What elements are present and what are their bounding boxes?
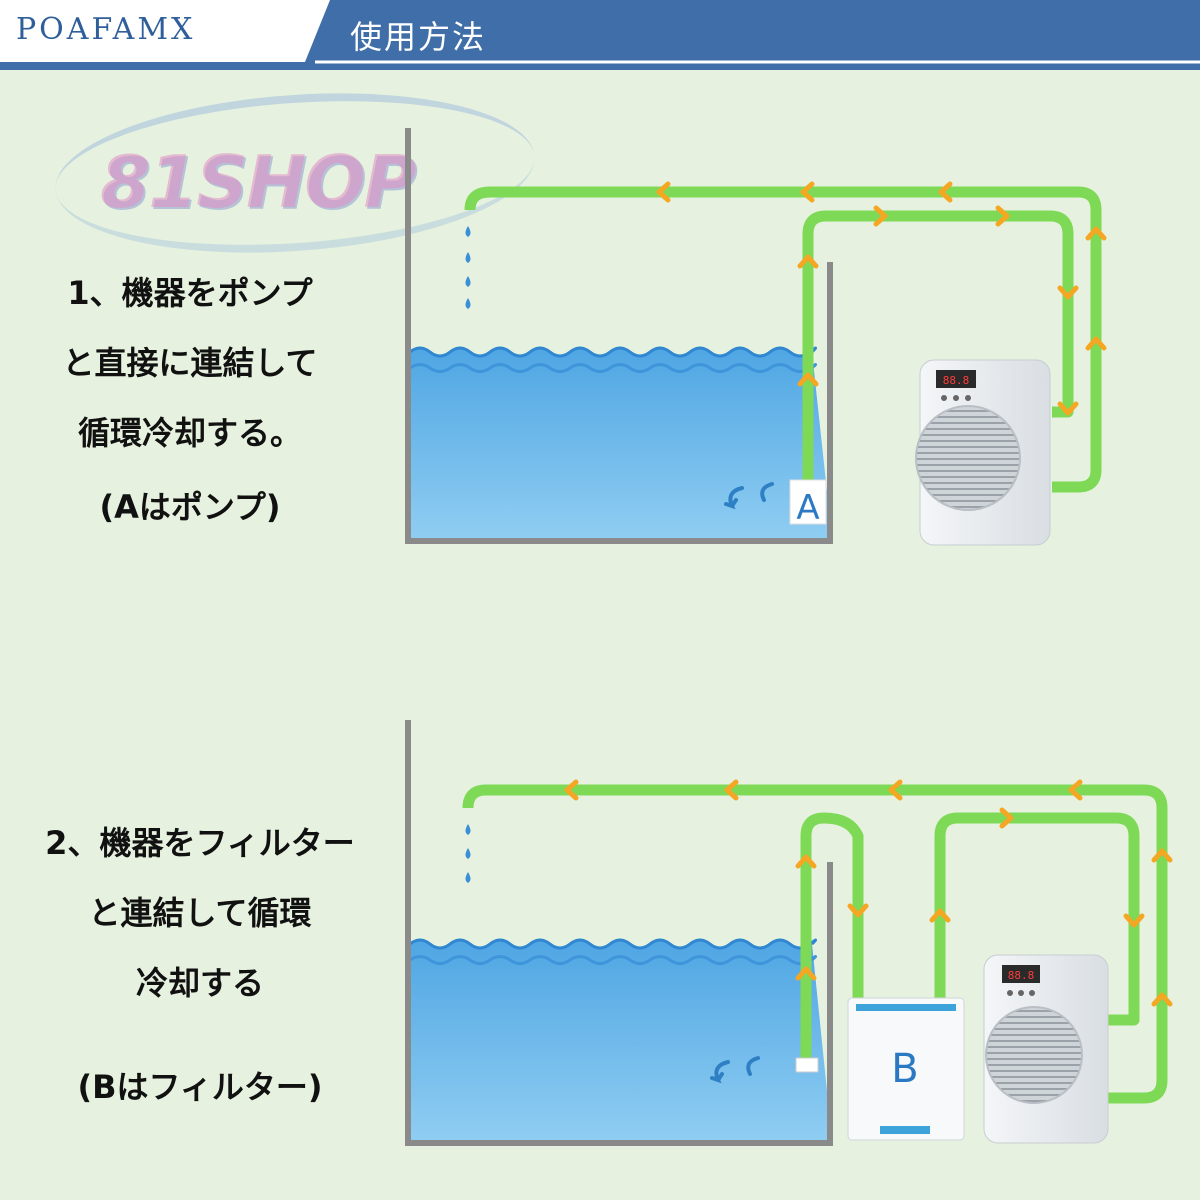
step-2-note: (Bはフィルター): [77, 1068, 323, 1106]
pipe-2-filter-in: [800, 812, 864, 1064]
svg-text:88.8: 88.8: [1008, 969, 1035, 982]
watermark: 81SHOP: [100, 140, 416, 224]
filter-b-label: B: [891, 1046, 918, 1092]
pipe-1-return: [464, 186, 1102, 493]
step-1-note: (Aはポンプ): [99, 488, 281, 526]
tank-2-wave-2: [409, 955, 817, 965]
current-arrow-icon: [710, 1056, 760, 1084]
chiller-unit-icon: 88.8: [983, 954, 1109, 1144]
tank-1-wave-2: [409, 363, 817, 373]
tank-1-water: [410, 348, 832, 538]
pump-inlet: [795, 1057, 819, 1073]
tank-2-wall: [405, 720, 833, 1146]
tank-1-wall: [405, 128, 833, 544]
step-2-line-2: と連結して循環: [88, 894, 312, 932]
brand-logo: POAFAMX: [16, 12, 196, 47]
step-2-text: 2、機器をフィルター と連結して循環 冷却する (Bはフィルター): [0, 808, 400, 1122]
diagram-1: A 88.8: [405, 128, 1107, 546]
page-title: 使用方法: [350, 18, 487, 56]
step-1-line-3: 循環冷却する。: [77, 414, 302, 452]
step-2-line-1: 2、機器をフィルター: [45, 824, 355, 862]
tank-1-wave: [409, 346, 817, 358]
step-1-text: 1、機器をポンプ と直接に連結して 循環冷却する。 (Aはポンプ): [0, 258, 380, 542]
flow-arrow-icon: [656, 181, 1107, 416]
water-drop-icon: [465, 824, 471, 883]
tank-2-wave: [409, 938, 817, 950]
header-background: [0, 0, 1200, 70]
pump-a-device: [789, 479, 827, 525]
flow-arrow-icon: [564, 779, 1173, 1007]
header: POAFAMX 使用方法: [0, 0, 1200, 70]
water-drop-icon: [465, 226, 471, 309]
pipe-1-supply: [802, 210, 1074, 485]
pump-a-label: A: [796, 488, 819, 528]
tank-2-water: [410, 940, 832, 1140]
pipe-2-chiller-in: [934, 812, 1140, 1026]
diagram-2: B 88.8: [405, 720, 1173, 1146]
filter-unit-icon: [847, 997, 965, 1141]
pipe-2-return: [462, 784, 1168, 1104]
step-1-line-1: 1、機器をポンプ: [67, 274, 313, 312]
svg-text:88.8: 88.8: [943, 374, 970, 387]
step-1-line-2: と直接に連結して: [62, 344, 318, 382]
step-2-line-3: 冷却する: [135, 964, 264, 1002]
chiller-unit-icon: 88.8: [915, 359, 1051, 546]
current-arrow-icon: [724, 482, 774, 510]
